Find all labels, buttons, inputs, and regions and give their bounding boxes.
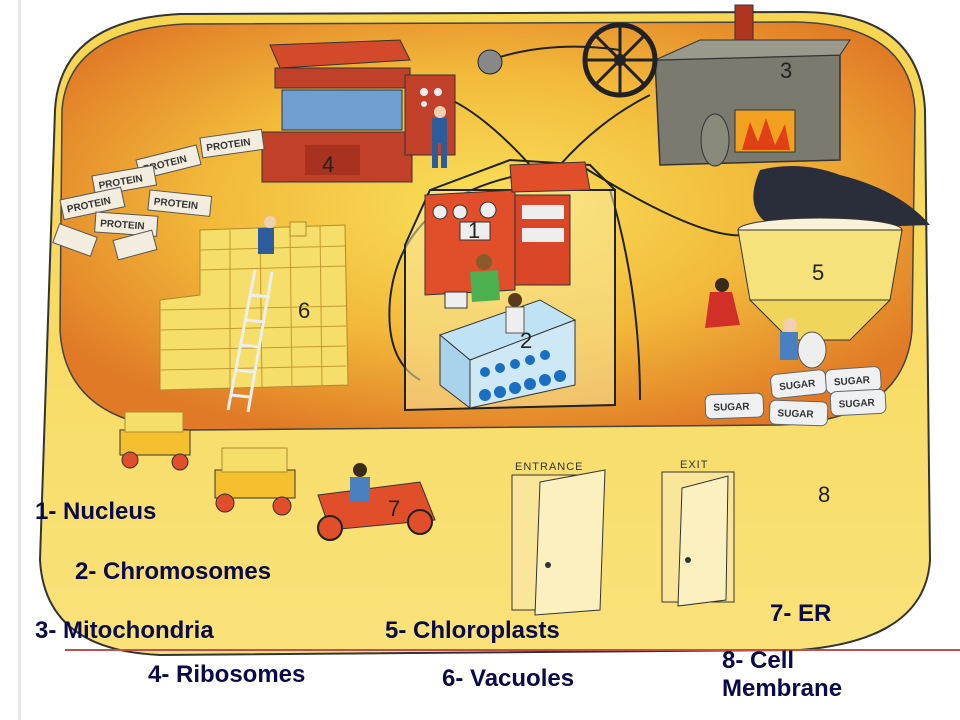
- svg-text:5: 5: [812, 260, 824, 285]
- man-with-sack: [780, 318, 827, 369]
- svg-text:PROTEIN: PROTEIN: [100, 218, 145, 232]
- svg-text:2: 2: [520, 328, 532, 353]
- label-er: 7- ER: [770, 600, 832, 627]
- svg-text:7: 7: [388, 496, 400, 521]
- label-ribosomes: 4- Ribosomes: [148, 661, 306, 688]
- membrane-doors: ENTRANCE EXIT 8: [511, 459, 830, 616]
- svg-text:EXIT: EXIT: [680, 459, 708, 471]
- svg-text:ENTRANCE: ENTRANCE: [515, 461, 584, 473]
- scientist: [505, 293, 525, 334]
- worker-on-ladder: [258, 216, 307, 254]
- label-cell-membrane: 8- Cell Membrane: [722, 647, 843, 702]
- sugar-sacks: SUGAR SUGAR SUGAR SUGAR SUGAR: [704, 366, 887, 427]
- woman-worker: [705, 278, 740, 328]
- svg-text:SUGAR: SUGAR: [713, 401, 750, 413]
- hopper-chloroplasts: 5: [705, 217, 903, 369]
- label-mitochondria: 3- Mitochondria: [35, 617, 214, 644]
- svg-text:6: 6: [298, 298, 310, 323]
- ladder: [226, 269, 274, 413]
- svg-text:SUGAR: SUGAR: [777, 408, 814, 420]
- label-nucleus: 1- Nucleus: [35, 498, 157, 525]
- furnace-mitochondria: 3: [477, 4, 930, 230]
- trailer-2: [214, 447, 296, 516]
- svg-text:PROTEIN: PROTEIN: [153, 196, 198, 212]
- operator-seated: [444, 254, 500, 309]
- press-ribosomes: 4: [261, 39, 456, 183]
- left-border: [18, 0, 21, 720]
- svg-text:3: 3: [780, 58, 792, 83]
- svg-text:8: 8: [818, 482, 830, 507]
- nucleus-room: 1 2: [404, 158, 616, 412]
- label-chloroplasts: 5- Chloroplasts: [385, 617, 560, 644]
- trailer-1: [119, 411, 191, 471]
- svg-text:4: 4: [322, 152, 334, 177]
- label-vacuoles: 6- Vacuoles: [442, 665, 575, 692]
- block-stack-vacuoles: 6: [159, 224, 349, 391]
- worker-at-press: [432, 106, 447, 168]
- svg-text:1: 1: [468, 218, 480, 243]
- svg-text:SUGAR: SUGAR: [779, 378, 817, 393]
- label-chromosomes: 2- Chromosomes: [75, 558, 272, 585]
- svg-text:SUGAR: SUGAR: [834, 375, 872, 389]
- svg-text:SUGAR: SUGAR: [838, 398, 875, 411]
- tractor-er: 7: [119, 411, 436, 541]
- protein-boxes: PROTEIN PROTEIN PROTEIN PROTEIN PROTEIN …: [52, 128, 265, 261]
